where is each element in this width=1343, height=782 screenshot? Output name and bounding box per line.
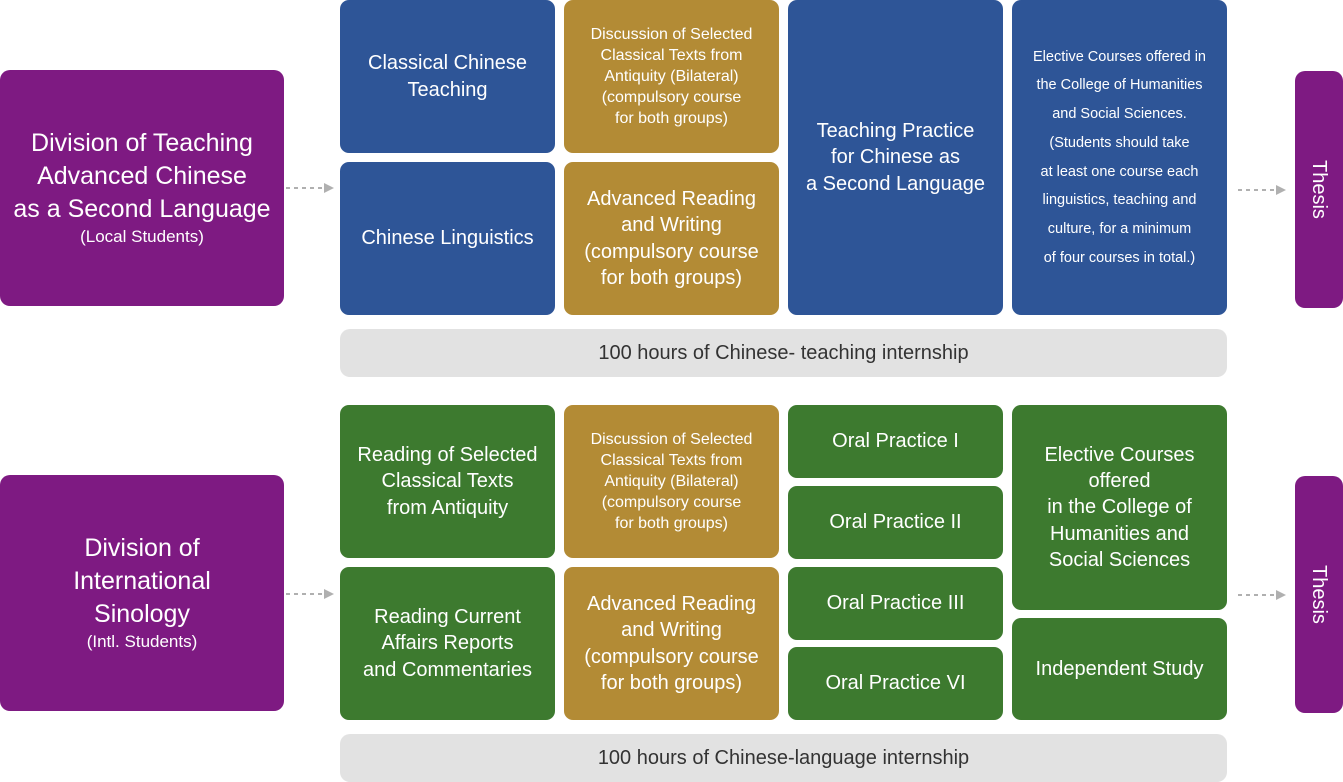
course-label: and Social Sciences. xyxy=(1052,106,1187,123)
course-oral-practice-6: Oral Practice VI xyxy=(788,647,1003,720)
division-title-line: Division of Teaching xyxy=(31,129,253,158)
course-label: from Antiquity xyxy=(386,496,509,519)
course-label: linguistics, teaching and xyxy=(1042,192,1197,209)
internship-label: 100 hours of Chinese-language internship xyxy=(597,746,970,769)
internship-label: 100 hours of Chinese- teaching internshi… xyxy=(598,341,969,364)
course-label: Social Sciences xyxy=(1048,549,1191,572)
course-classical-chinese-teaching: Classical Chinese Teaching xyxy=(340,0,555,153)
course-label: Discussion of Selected xyxy=(590,25,753,43)
thesis-label: Thesis xyxy=(1308,565,1331,624)
course-label: Teaching Practice xyxy=(816,119,975,142)
course-label: Affairs Reports xyxy=(381,632,514,655)
course-label: Antiquity (Bilateral) xyxy=(604,67,739,85)
course-label: Chinese Linguistics xyxy=(361,227,534,250)
arrow-right-icon xyxy=(1238,185,1286,195)
course-label: (compulsory course xyxy=(584,240,759,263)
internship-language: 100 hours of Chinese-language internship xyxy=(340,734,1227,782)
course-label: of four courses in total.) xyxy=(1043,249,1196,266)
course-label: Discussion of Selected xyxy=(590,430,753,448)
course-label: Oral Practice III xyxy=(826,592,965,615)
division-international-sinology: Division of International Sinology (Intl… xyxy=(0,475,284,711)
course-oral-practice-2: Oral Practice II xyxy=(788,486,1003,559)
division-subtitle: (Intl. Students) xyxy=(86,632,198,652)
division-title-line: as a Second Language xyxy=(13,195,271,224)
division-title-line: Advanced Chinese xyxy=(37,162,247,191)
course-label: for both groups) xyxy=(615,515,728,533)
course-label: Classical Texts xyxy=(381,470,514,493)
division-title-line: Division of xyxy=(84,534,200,563)
course-teaching-practice: Teaching Practice for Chinese as a Secon… xyxy=(788,0,1003,315)
course-label: for Chinese as xyxy=(831,146,960,169)
thesis-bottom: Thesis xyxy=(1295,476,1343,713)
course-reading-current-affairs: Reading Current Affairs Reports and Comm… xyxy=(340,567,555,720)
course-independent-study: Independent Study xyxy=(1012,618,1227,720)
course-label: Oral Practice II xyxy=(829,511,962,534)
course-label: and Commentaries xyxy=(363,658,532,681)
course-label: (compulsory course xyxy=(584,645,759,668)
course-advanced-reading-writing-bottom: Advanced Reading and Writing (compulsory… xyxy=(564,567,779,720)
course-label: Antiquity (Bilateral) xyxy=(604,472,739,490)
thesis-label: Thesis xyxy=(1308,160,1331,219)
course-label: Classical Chinese xyxy=(368,52,527,75)
course-label: and Writing xyxy=(621,619,722,642)
course-label: a Second Language xyxy=(805,172,986,195)
course-label: Advanced Reading xyxy=(586,187,756,210)
course-label: Elective Courses offered in xyxy=(1032,48,1207,65)
course-label: Humanities and xyxy=(1050,522,1189,545)
internship-teaching: 100 hours of Chinese- teaching internshi… xyxy=(340,329,1227,377)
course-label: Teaching xyxy=(407,78,488,101)
division-subtitle: (Local Students) xyxy=(80,227,204,247)
course-label: and Writing xyxy=(621,214,722,237)
course-label: at least one course each xyxy=(1040,163,1199,180)
arrow-right-icon xyxy=(1238,590,1286,600)
course-oral-practice-3: Oral Practice III xyxy=(788,567,1003,640)
thesis-top: Thesis xyxy=(1295,71,1343,308)
arrow-right-icon xyxy=(286,183,334,193)
course-chinese-linguistics: Chinese Linguistics xyxy=(340,162,555,315)
course-label: for both groups) xyxy=(615,110,728,128)
course-label: Independent Study xyxy=(1035,657,1204,680)
course-label: the College of Humanities xyxy=(1036,77,1203,94)
course-label: (Students should take xyxy=(1049,134,1190,151)
course-label: Reading Current xyxy=(374,605,521,628)
course-advanced-reading-writing-top: Advanced Reading and Writing (compulsory… xyxy=(564,162,779,315)
course-discussion-classical-texts-top: Discussion of Selected Classical Texts f… xyxy=(564,0,779,153)
course-discussion-classical-texts-bottom: Discussion of Selected Classical Texts f… xyxy=(564,405,779,558)
course-electives-top: Elective Courses offered in the College … xyxy=(1012,0,1227,315)
course-label: culture, for a minimum xyxy=(1047,220,1192,237)
course-label: Elective Courses xyxy=(1044,443,1195,466)
course-label: Classical Texts from xyxy=(600,451,743,469)
course-reading-classical-texts: Reading of Selected Classical Texts from… xyxy=(340,405,555,558)
course-label: Oral Practice VI xyxy=(825,672,966,695)
course-label: offered xyxy=(1088,469,1151,492)
course-label: for both groups) xyxy=(600,266,743,289)
division-title-line: Sinology xyxy=(94,600,190,629)
course-oral-practice-1: Oral Practice I xyxy=(788,405,1003,478)
division-title-line: International xyxy=(73,567,211,596)
division-teaching-chinese: Division of Teaching Advanced Chinese as… xyxy=(0,70,284,306)
course-label: Classical Texts from xyxy=(600,46,743,64)
course-label: (compulsory course xyxy=(601,89,742,107)
course-label: Oral Practice I xyxy=(832,430,959,453)
course-electives-bottom: Elective Courses offered in the College … xyxy=(1012,405,1227,610)
course-label: Advanced Reading xyxy=(586,592,756,615)
course-label: for both groups) xyxy=(600,671,743,694)
course-label: (compulsory course xyxy=(601,494,742,512)
course-label: Reading of Selected xyxy=(357,443,538,466)
arrow-right-icon xyxy=(286,589,334,599)
course-label: in the College of xyxy=(1047,496,1192,519)
